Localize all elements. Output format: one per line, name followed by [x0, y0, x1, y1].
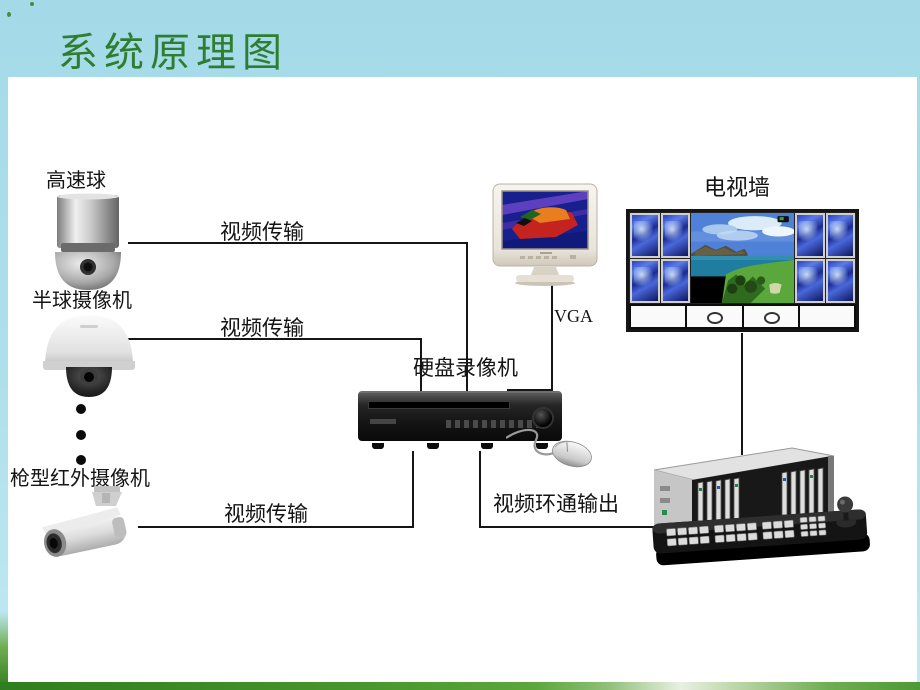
tv-wall-right-grid [795, 213, 855, 303]
crt-monitor-image [492, 183, 598, 286]
dvr-front-panel [358, 391, 562, 441]
tv-wall-monitor [660, 213, 690, 258]
tv-wall-bay [631, 306, 686, 327]
vga-label: VGA [554, 306, 593, 326]
tv-wall-base [629, 304, 856, 329]
tv-wall-label: 电视墙 [704, 175, 771, 200]
half-dome-camera-image [43, 315, 135, 397]
speed-dome-camera-image [55, 193, 121, 290]
line-wall-matrix-v [741, 333, 743, 455]
loop-output-label: 视频环通输出 [493, 492, 619, 516]
tv-wall [626, 209, 859, 332]
bay-knob [707, 311, 724, 324]
tv-wall-screens [629, 212, 856, 304]
matrix-switcher-image [652, 447, 870, 566]
tv-wall-main-screen [691, 213, 794, 303]
tv-wall-bay [799, 306, 854, 327]
dvr-jog-knob [532, 407, 554, 429]
half-dome-label: 半球摄像机 [32, 290, 132, 312]
line-bullet-h [138, 526, 414, 528]
line-loopout-h [479, 526, 661, 528]
tv-wall-landscape-image [691, 213, 794, 303]
dvr-label: 硬盘录像机 [413, 356, 518, 380]
line-loopout-v [479, 451, 481, 528]
tv-wall-monitor [825, 213, 855, 258]
speed-dome-label: 高速球 [46, 170, 106, 192]
mouse-image [506, 428, 592, 468]
line-halfdome-v [420, 338, 422, 394]
video-transmission-label-3: 视频传输 [224, 502, 308, 526]
line-bullet-v [412, 451, 414, 528]
decorative-speck [7, 12, 11, 17]
line-vga-v [551, 284, 553, 391]
ellipsis-dot [76, 455, 86, 465]
page-title: 系统原理图 [58, 30, 288, 75]
control-keyboard [652, 496, 870, 566]
dvr-feet [372, 443, 548, 449]
tv-wall-left-grid [630, 213, 690, 303]
diagram-panel [8, 77, 917, 683]
dvr-brand-mark [370, 419, 396, 424]
tv-wall-monitor [630, 258, 660, 303]
video-transmission-label-2: 视频传输 [220, 316, 304, 340]
tv-wall-monitor [825, 258, 855, 303]
joystick [836, 496, 857, 528]
bay-knob [763, 311, 780, 324]
line-halfdome-h [128, 338, 422, 340]
dvr-button-row [446, 420, 546, 428]
tv-wall-monitor [795, 258, 825, 303]
dvr-display-slit [368, 401, 510, 409]
line-speeddome-v [466, 242, 468, 394]
line-vga-h [507, 389, 553, 391]
grass-left-strip [0, 612, 8, 690]
tv-wall-bay [687, 306, 742, 327]
tv-wall-bay [743, 306, 798, 327]
line-speeddome-h [128, 242, 468, 244]
ellipsis-dot [76, 430, 86, 440]
tv-wall-monitor [660, 258, 690, 303]
tv-wall-monitor [795, 213, 825, 258]
ellipsis-dot [76, 404, 86, 414]
tv-wall-monitor [630, 213, 660, 258]
bullet-camera-image [41, 486, 127, 557]
decorative-speck [30, 2, 34, 6]
bullet-camera-label: 枪型红外摄像机 [10, 468, 150, 490]
video-transmission-label-1: 视频传输 [220, 220, 304, 244]
dvr-device [358, 391, 562, 449]
grass-bottom-strip [0, 682, 920, 690]
